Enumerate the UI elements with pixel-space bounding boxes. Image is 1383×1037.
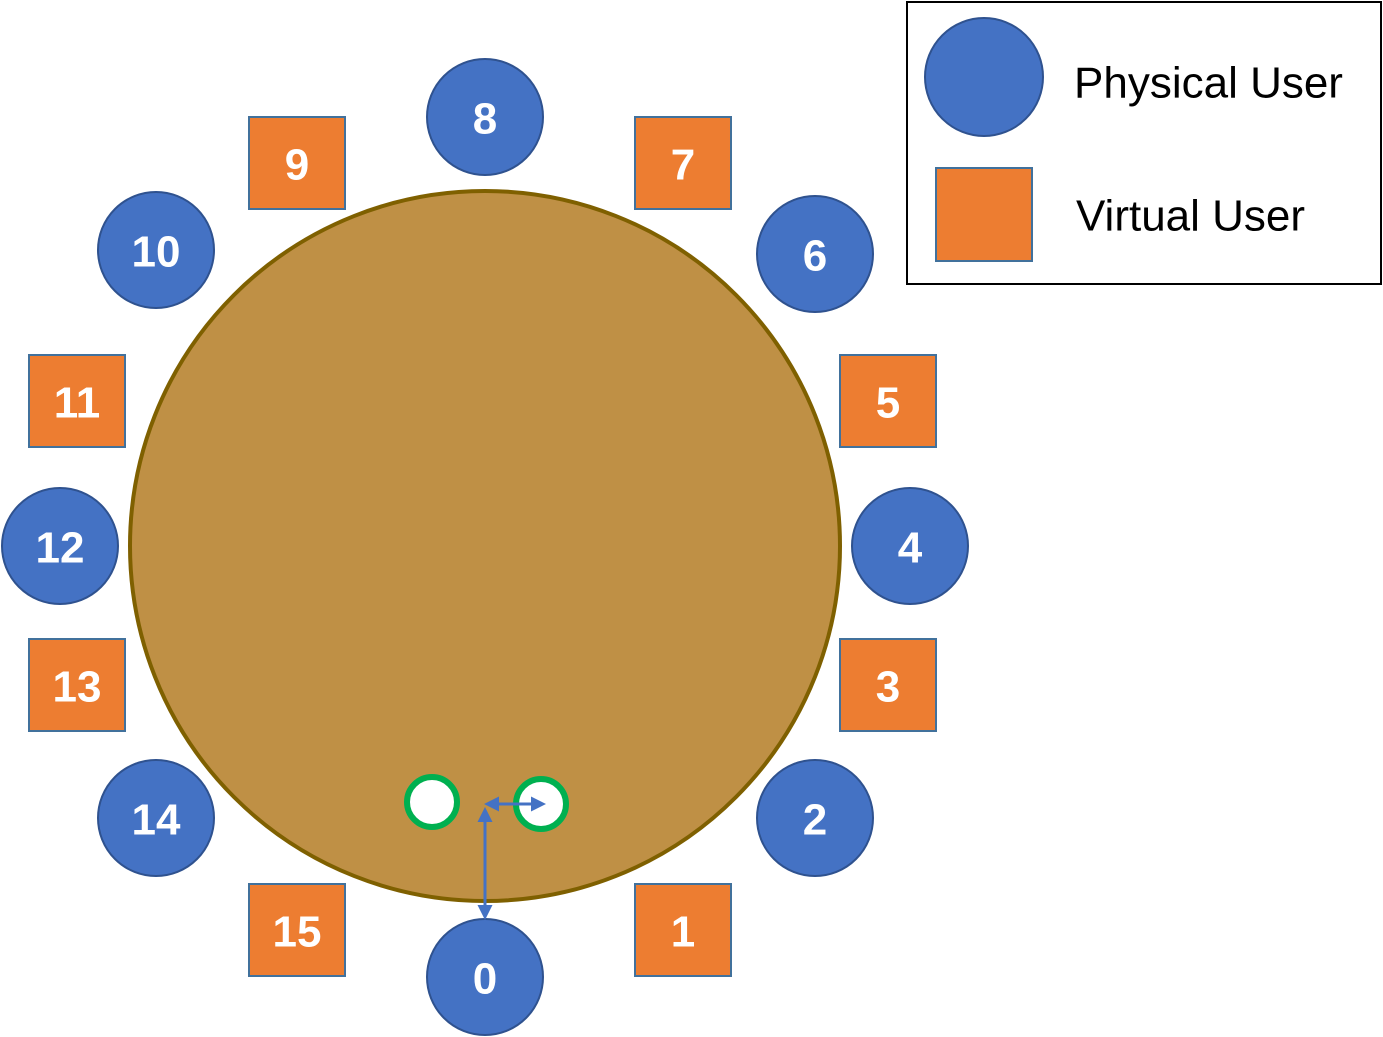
legend: Physical User Virtual User [906,1,1382,285]
seat-label-4: 4 [898,524,923,573]
seat-label-15: 15 [273,908,322,957]
virtual-user-seat-11 [28,354,126,448]
legend-physical-swatch [924,17,1044,137]
seat-label-3: 3 [876,663,900,712]
legend-virtual-label: Virtual User [1076,192,1305,241]
physical-user-seat-6 [756,195,874,313]
virtual-user-seat-7 [634,116,732,210]
virtual-user-seat-13 [28,638,126,732]
origin-markers [404,774,569,920]
seat-label-13: 13 [53,663,102,712]
physical-user-seat-12 [1,487,119,605]
virtual-user-seat-9 [248,116,346,210]
seat-label-11: 11 [54,379,101,428]
seat-label-0: 0 [473,955,497,1004]
physical-user-seat-10 [97,191,215,309]
physical-user-seat-14 [97,759,215,877]
legend-virtual-swatch [935,167,1033,262]
virtual-user-seat-3 [839,638,937,732]
physical-user-seat-4 [851,487,969,605]
seat-label-1: 1 [671,908,695,957]
legend-physical-label: Physical User [1074,59,1343,108]
seat-label-7: 7 [671,141,695,190]
seat-label-12: 12 [36,524,85,573]
position-marker-left [404,774,460,830]
seat-label-2: 2 [803,796,827,845]
physical-user-seat-2 [756,759,874,877]
seat-label-5: 5 [876,379,900,428]
virtual-user-seat-5 [839,354,937,448]
physical-user-seat-8 [426,58,544,176]
seat-label-6: 6 [803,232,827,281]
seat-label-14: 14 [132,796,181,845]
virtual-user-seat-1 [634,883,732,977]
seat-label-8: 8 [473,95,497,144]
seat-label-10: 10 [132,228,181,277]
round-table [128,189,842,903]
seat-label-9: 9 [285,141,309,190]
virtual-user-seat-15 [248,883,346,977]
